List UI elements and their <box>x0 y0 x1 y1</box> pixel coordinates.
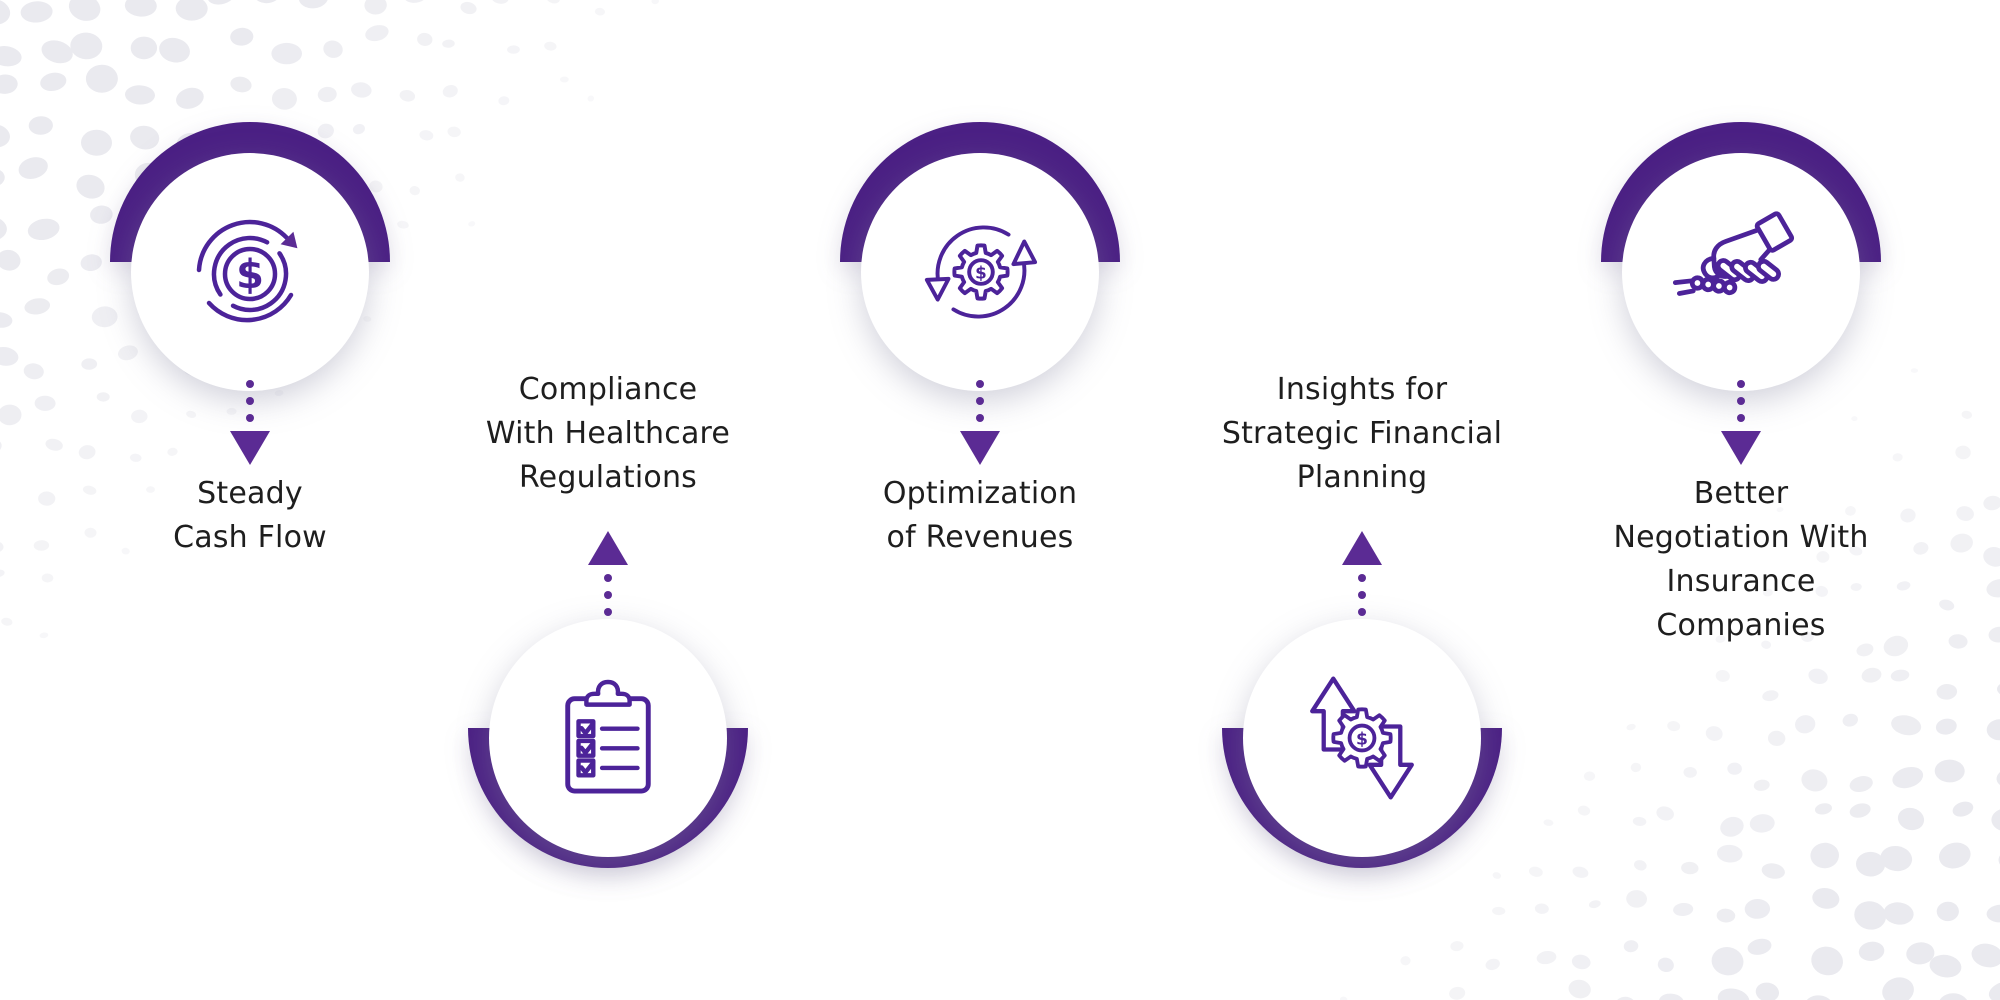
benefit-label-line: Compliance <box>518 372 698 407</box>
clipboard-checklist-icon <box>565 679 651 794</box>
arrowhead-up <box>1342 531 1382 565</box>
dotted-arrow-down <box>960 380 1000 465</box>
benefit-label-line: Optimization <box>882 476 1078 511</box>
dollar-refresh-icon: $ <box>196 219 298 323</box>
icon-circle <box>1622 153 1860 391</box>
benefit-label: Compliance With Healthcare Regulations <box>398 368 818 500</box>
benefit-label: Insights for Strategic Financial Plannin… <box>1152 368 1572 500</box>
svg-text:$: $ <box>236 252 264 298</box>
benefit-label-line: Companies <box>1656 608 1826 643</box>
benefit-label-line: of Revenues <box>886 520 1074 555</box>
icon-circle <box>489 619 727 857</box>
arrow-dot <box>976 397 984 405</box>
dotted-arrow-down <box>1721 380 1761 465</box>
benefit-label: Better Negotiation With Insurance Compan… <box>1531 472 1951 648</box>
gear-dollar-sync-icon: $ <box>924 225 1038 319</box>
icon-circle: $ <box>131 153 369 391</box>
arrow-dot <box>246 397 254 405</box>
dotted-arrow-up <box>588 531 628 616</box>
svg-text:$: $ <box>1356 730 1368 750</box>
benefit-label-line: Negotiation With <box>1613 520 1869 555</box>
benefit-label-line: Insights for <box>1276 372 1448 407</box>
dotted-arrow-up <box>1342 531 1382 616</box>
arrow-dot <box>604 591 612 599</box>
arrowhead-down <box>1721 431 1761 465</box>
arrow-dot <box>976 380 984 388</box>
benefit-label-line: With Healthcare <box>485 416 731 451</box>
arrow-dot <box>1358 591 1366 599</box>
icon-circle: $ <box>861 153 1099 391</box>
gear-trend-arrows-icon: $ <box>1310 676 1414 800</box>
arrow-dot <box>246 414 254 422</box>
benefit-label-line: Planning <box>1296 460 1428 495</box>
arrowhead-up <box>588 531 628 565</box>
arrow-dot <box>604 574 612 582</box>
benefit-label: Optimization of Revenues <box>770 472 1190 560</box>
dotted-arrow-down <box>230 380 270 465</box>
benefit-label-line: Better <box>1693 476 1789 511</box>
benefit-label-line: Strategic Financial <box>1221 416 1503 451</box>
arrow-dot <box>1358 608 1366 616</box>
arrow-dot <box>976 414 984 422</box>
benefit-label: Steady Cash Flow <box>40 472 460 560</box>
arrowhead-down <box>960 431 1000 465</box>
arrow-dot <box>1737 397 1745 405</box>
svg-text:$: $ <box>975 262 987 282</box>
icon-circle: $ <box>1243 619 1481 857</box>
benefit-label-line: Regulations <box>518 460 698 495</box>
benefit-label-line: Steady <box>197 476 303 511</box>
handshake-icon <box>1672 211 1795 296</box>
arrow-dot <box>1737 380 1745 388</box>
arrow-dot <box>1358 574 1366 582</box>
arrowhead-down <box>230 431 270 465</box>
benefit-label-line: Insurance <box>1666 564 1816 599</box>
benefit-label-line: Cash Flow <box>173 520 327 555</box>
arrow-dot <box>246 380 254 388</box>
arrow-dot <box>604 608 612 616</box>
arrow-dot <box>1737 414 1745 422</box>
